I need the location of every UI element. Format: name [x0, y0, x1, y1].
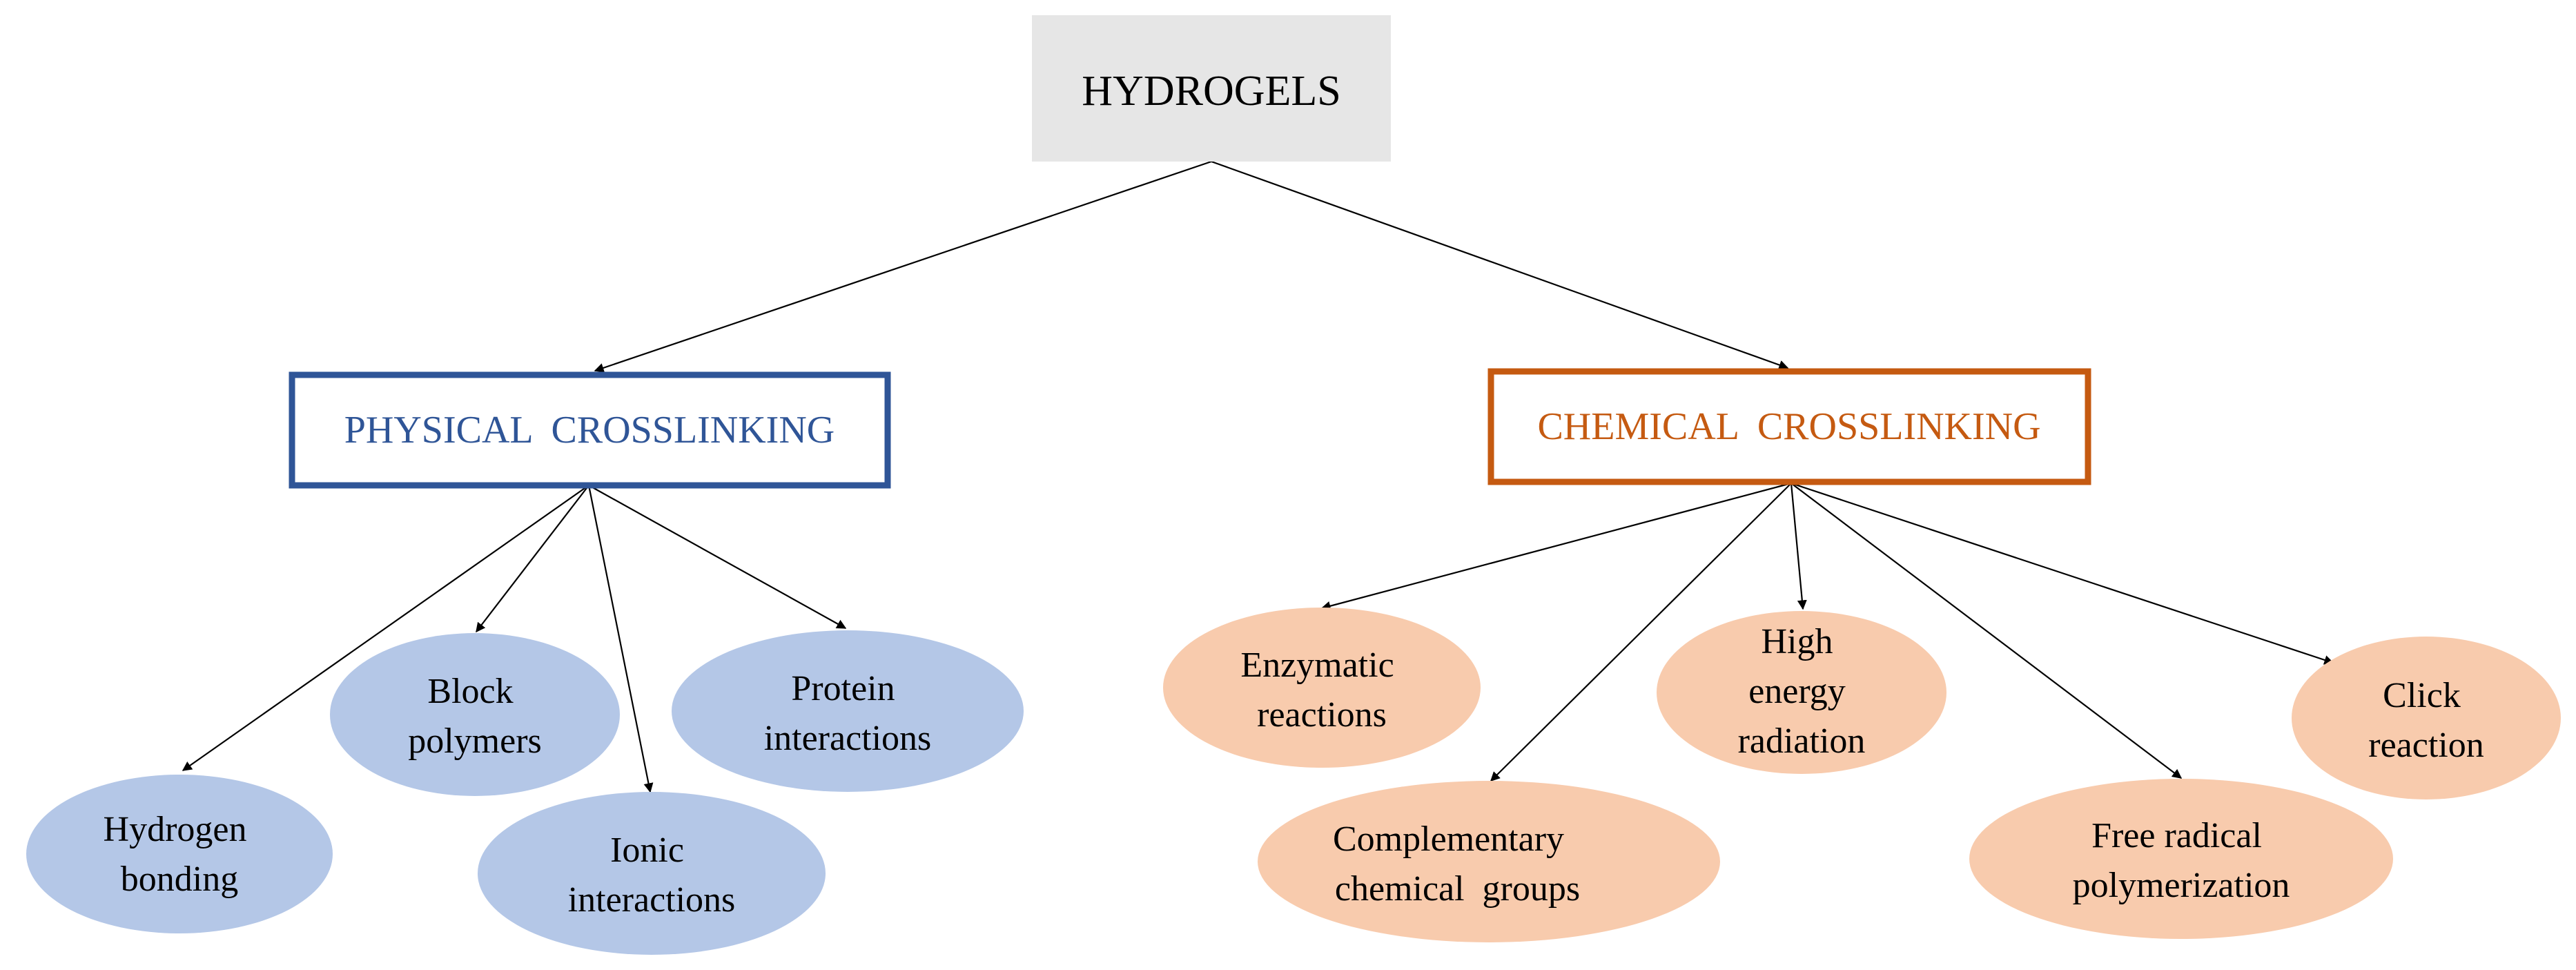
leaf-line: interactions	[764, 719, 932, 758]
leaf-line: High	[1762, 622, 1833, 661]
leaf-ellipse	[478, 792, 826, 955]
root-box	[1032, 15, 1391, 162]
leaf-line: Hydrogen	[104, 810, 247, 849]
leaf-enzymatic-reactions: Enzymatic reactions	[1163, 608, 1481, 768]
leaf-ellipse	[330, 633, 620, 796]
chemical-leaves: Enzymatic reactions Complementary chemic…	[1163, 608, 2561, 942]
leaf-protein-interactions: Protein interactions	[672, 630, 1024, 792]
physical-crosslinking-node: PHYSICAL CROSSLINKING	[289, 371, 891, 489]
leaf-block-polymers: Block polymers	[330, 633, 620, 796]
physical-leaves: Hydrogen bonding Block polymers Ionic in…	[26, 630, 1024, 955]
leaf-ellipse	[1657, 611, 1946, 774]
physical-crosslinking-box	[289, 371, 891, 489]
chemical-crosslinking-node: CHEMICAL CROSSLINKING	[1487, 368, 2091, 485]
root-node: HYDROGELS	[1032, 15, 1391, 162]
leaf-ellipse	[2292, 637, 2561, 799]
leaf-ellipse	[26, 775, 333, 933]
leaf-ellipse	[1258, 781, 1720, 942]
leaf-line: Complementary	[1333, 819, 1564, 859]
svg-text:Ionic interactions: Ionic interactions	[568, 831, 736, 920]
leaf-click-reaction: Click reaction	[2292, 637, 2561, 799]
leaf-ellipse	[672, 630, 1024, 792]
svg-text:Free radical polymeriz: Free radical polymerization	[2073, 816, 2290, 905]
arrow-physical-to-protein-interactions	[588, 485, 847, 629]
chemical-crosslinking-label: CHEMICAL CROSSLINKING	[1537, 405, 2040, 448]
arrow-chemical-to-high-energy-radiation	[1790, 483, 1807, 610]
svg-text:High energy ra: High energy radiation	[1738, 622, 1866, 761]
arrow-root-to-chemical	[1211, 160, 1789, 370]
arrow-chemical-to-enzymatic-reactions	[1320, 482, 1792, 611]
leaf-free-radical-polymerization: Free radical polymerization	[1969, 779, 2393, 939]
leaf-line: Block	[427, 672, 513, 711]
svg-text:Click reaction: Click reaction	[2368, 676, 2484, 765]
arrow-physical-to-hydrogen-bonding	[182, 485, 589, 771]
arrow-chemical-to-complementary-groups	[1490, 483, 1792, 782]
connector-arrows	[182, 160, 2334, 793]
leaf-line: radiation	[1738, 721, 1866, 761]
leaf-ellipse	[1969, 779, 2393, 939]
leaf-complementary-chemical-groups: Complementary chemical groups	[1258, 781, 1720, 942]
svg-text:Enzymatic reactions: Enzymatic reactions	[1240, 646, 1403, 735]
leaf-ionic-interactions: Ionic interactions	[478, 792, 826, 955]
leaf-line: energy	[1748, 672, 1846, 711]
leaf-line: Ionic	[610, 831, 684, 870]
svg-text:Protein interactions: Protein interactions	[764, 669, 932, 758]
leaf-line: polymers	[408, 721, 542, 761]
root-label: HYDROGELS	[1082, 68, 1340, 115]
arrow-physical-to-block-polymers	[476, 485, 589, 633]
leaf-high-energy-radiation: High energy radiation	[1657, 611, 1946, 774]
leaf-line: chemical groups	[1335, 869, 1580, 909]
leaf-line: reaction	[2368, 726, 2484, 765]
arrow-physical-to-ionic-interactions	[587, 485, 654, 793]
leaf-line: polymerization	[2073, 866, 2290, 905]
physical-crosslinking-label: PHYSICAL CROSSLINKING	[344, 409, 835, 452]
leaf-line: Protein	[791, 669, 895, 708]
leaf-ellipse	[1163, 608, 1481, 768]
leaf-line: Click	[2383, 676, 2461, 715]
leaf-line: interactions	[568, 880, 736, 920]
svg-text:Complementary chemical: Complementary chemical groups	[1333, 819, 1580, 909]
leaf-line: reactions	[1257, 695, 1387, 735]
svg-text:Block polymers: Block polymers	[408, 672, 542, 761]
leaf-line: Free radical	[2091, 816, 2262, 855]
leaf-hydrogen-bonding: Hydrogen bonding	[26, 775, 333, 933]
arrow-root-to-physical	[594, 160, 1212, 373]
arrow-chemical-to-free-radical	[1790, 483, 2183, 779]
leaf-line: Enzymatic	[1240, 646, 1394, 685]
arrow-chemical-to-click-reaction	[1790, 482, 2334, 665]
svg-text:Hydrogen bonding: Hydrogen bonding	[104, 810, 256, 899]
leaf-line: bonding	[121, 860, 238, 899]
chemical-crosslinking-box	[1487, 368, 2091, 485]
